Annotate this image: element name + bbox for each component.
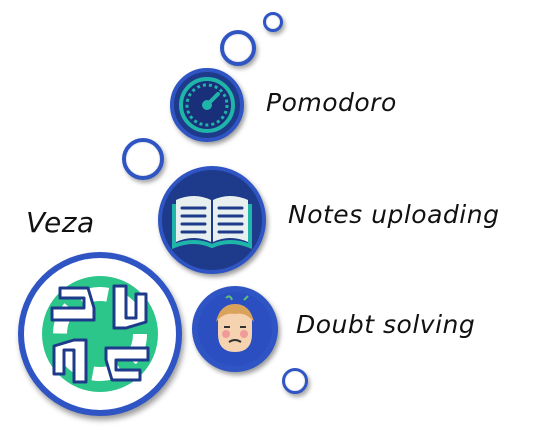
doubt-label[interactable]: Doubt solving — [296, 310, 476, 339]
notes-label[interactable]: Notes uploading — [288, 200, 500, 229]
doubt-icon-button[interactable] — [192, 286, 278, 372]
hands-circle-logo-icon — [42, 276, 158, 392]
app-logo[interactable] — [18, 252, 182, 416]
confused-face-icon — [198, 292, 272, 366]
decor-ring-middle — [122, 138, 164, 180]
pomodoro-icon-button[interactable] — [170, 68, 244, 142]
decor-ring-bottom — [282, 368, 308, 394]
open-book-icon — [172, 196, 252, 249]
notes-icon-button[interactable] — [158, 166, 266, 274]
speedometer-icon — [179, 77, 235, 133]
decor-ring-small-top — [263, 12, 283, 32]
pomodoro-label[interactable]: Pomodoro — [266, 88, 397, 117]
decor-ring-top — [220, 30, 256, 66]
app-title: Veza — [26, 206, 95, 239]
